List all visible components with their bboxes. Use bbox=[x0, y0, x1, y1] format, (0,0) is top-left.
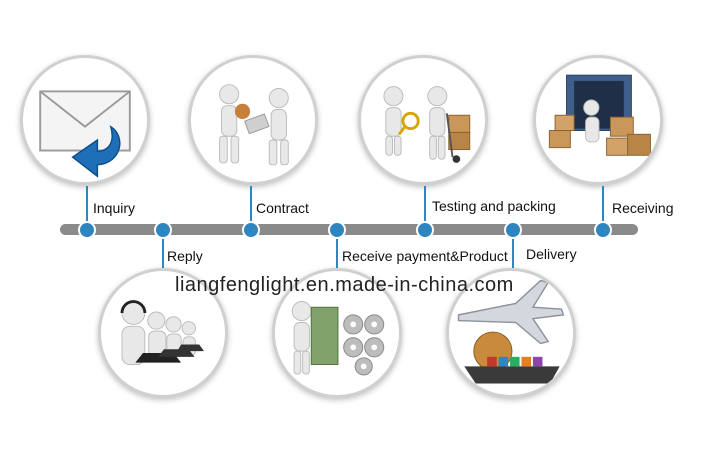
envelope-icon bbox=[39, 90, 131, 178]
timeline-bar bbox=[60, 224, 638, 235]
label-receiving: Receiving bbox=[612, 200, 674, 216]
reply-image bbox=[98, 268, 228, 398]
handshake-figures-icon bbox=[219, 84, 289, 166]
node-contract bbox=[242, 221, 260, 239]
testing-image bbox=[358, 55, 488, 185]
label-payment: Receive payment&Product bbox=[342, 248, 508, 264]
stem-receiving bbox=[602, 186, 604, 230]
stem-reply bbox=[162, 230, 164, 268]
receiving-image bbox=[533, 55, 663, 185]
node-reply bbox=[154, 221, 172, 239]
node-payment bbox=[328, 221, 346, 239]
node-receiving bbox=[594, 221, 612, 239]
call-center-icon bbox=[120, 300, 205, 365]
warehouse-boxes-icon bbox=[548, 74, 651, 156]
inspection-figures-icon bbox=[383, 86, 471, 163]
payment-image bbox=[272, 268, 402, 398]
label-reply: Reply bbox=[167, 248, 203, 264]
stem-contract bbox=[250, 186, 252, 230]
node-inquiry bbox=[78, 221, 96, 239]
stem-inquiry bbox=[86, 186, 88, 230]
stem-payment bbox=[336, 230, 338, 268]
stem-testing bbox=[424, 186, 426, 230]
airplane-ship-icon bbox=[457, 279, 565, 384]
contract-image bbox=[188, 55, 318, 185]
label-inquiry: Inquiry bbox=[93, 200, 136, 216]
node-delivery bbox=[504, 221, 522, 239]
money-gears-icon bbox=[291, 301, 385, 376]
node-testing bbox=[416, 221, 434, 239]
watermark-text: liangfenglight.en.made-in-china.com bbox=[175, 274, 514, 296]
label-contract: Contract bbox=[256, 200, 309, 216]
inquiry-image bbox=[20, 55, 150, 185]
delivery-image bbox=[446, 268, 576, 398]
label-testing: Testing and packing bbox=[432, 198, 556, 214]
stem-delivery bbox=[512, 230, 514, 268]
label-delivery: Delivery bbox=[526, 246, 577, 262]
